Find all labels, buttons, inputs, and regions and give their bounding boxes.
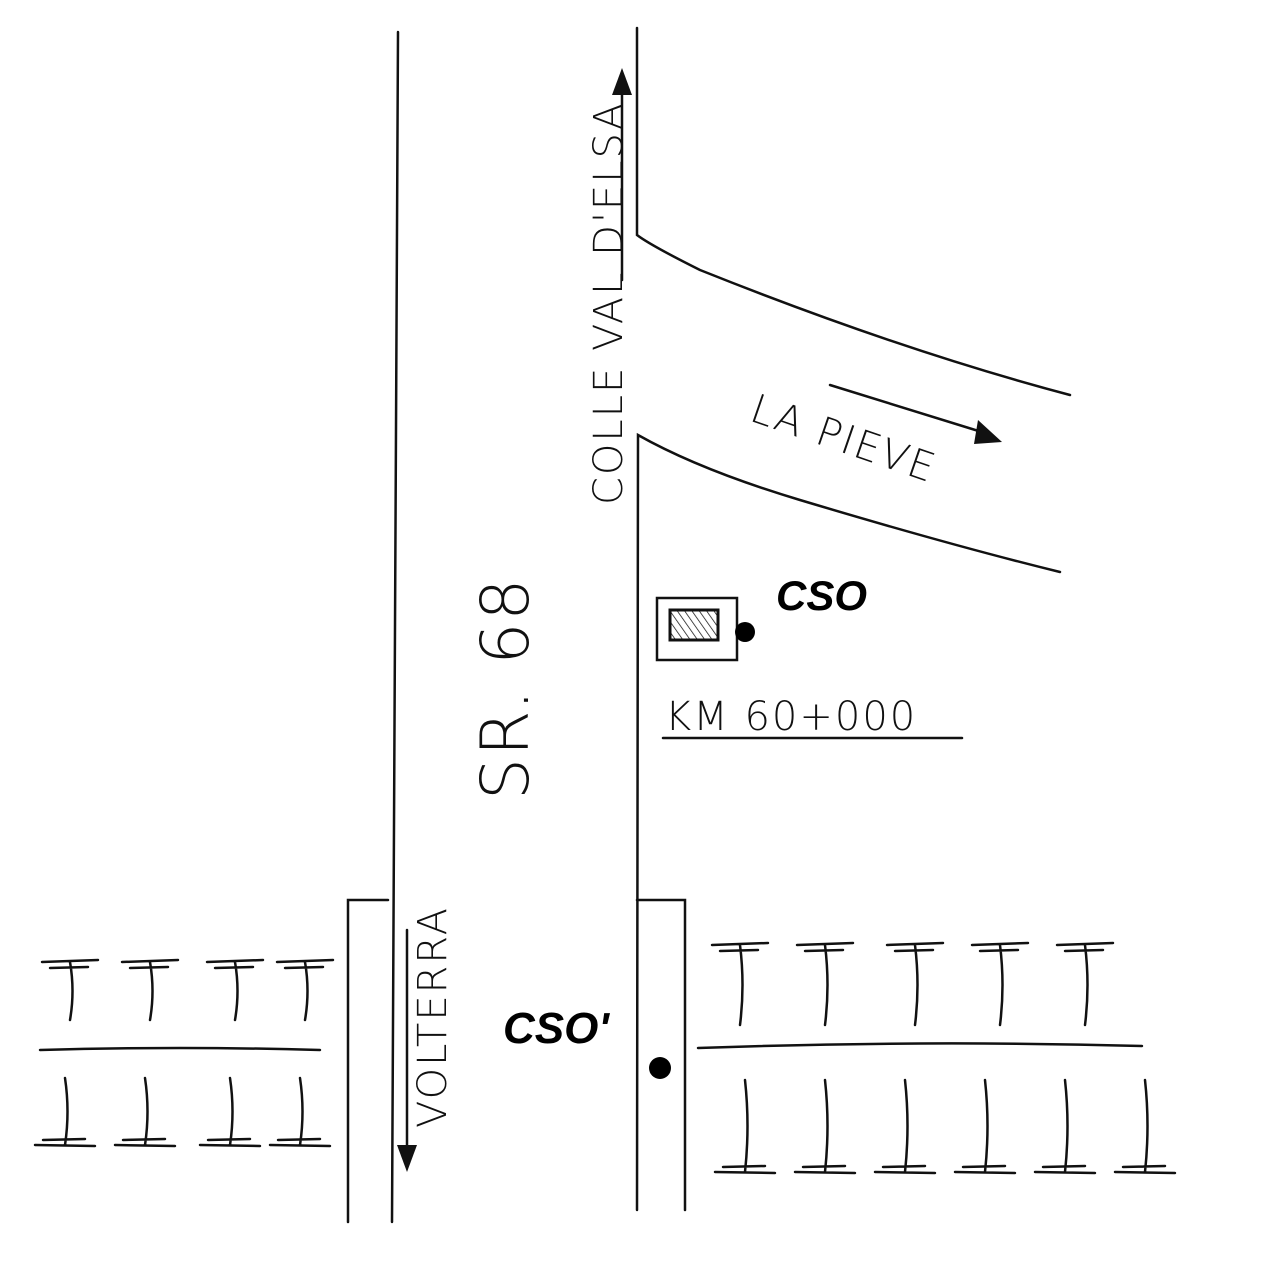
south-arrowhead-icon xyxy=(397,1145,417,1172)
road-edge-west xyxy=(390,30,400,1224)
bank-tick-mark xyxy=(1033,1078,1097,1175)
north-arrowhead-icon xyxy=(612,68,632,95)
bank-tick-mark xyxy=(873,1078,937,1175)
river-banks xyxy=(33,941,1177,1175)
bank-tick-mark xyxy=(33,1076,97,1148)
south-direction-label: VOLTERRA xyxy=(410,906,456,1128)
side-road-arrow xyxy=(828,383,987,435)
main-road-label: SR. 68 xyxy=(467,577,544,800)
bank-tick-mark xyxy=(795,941,855,1027)
bank-tick-mark xyxy=(1055,941,1115,1027)
bank-tick-mark xyxy=(793,1078,857,1175)
bank-tick-mark xyxy=(713,1078,777,1175)
station-dot xyxy=(735,622,755,642)
bank-tick-mark xyxy=(710,941,770,1027)
bank-tick-mark xyxy=(275,958,335,1022)
chainage-label: KM 60+000 xyxy=(665,694,917,740)
river-line-west xyxy=(38,1046,322,1052)
side-road-arrowhead-icon xyxy=(974,420,1002,444)
station-panel-icon xyxy=(668,608,720,642)
station-alt-dot xyxy=(649,1057,671,1079)
road-edge-east-north xyxy=(635,26,1072,397)
station-label: CSO xyxy=(776,572,867,619)
bank-tick-mark xyxy=(120,958,180,1022)
bank-tick-mark xyxy=(40,958,100,1022)
side-road-label: LA PIEVE xyxy=(745,386,943,492)
bank-tick-mark xyxy=(970,941,1030,1027)
bank-tick-mark xyxy=(885,941,945,1027)
bank-tick-mark xyxy=(198,1076,262,1148)
bank-tick-mark xyxy=(268,1076,332,1148)
bridge-west-parapet xyxy=(346,898,390,1224)
north-direction-label: COLLE VAL D'ELSA xyxy=(586,101,632,505)
river-line-east xyxy=(696,1042,1144,1050)
road-edge-east-south xyxy=(635,432,1062,1212)
bank-tick-mark xyxy=(113,1076,177,1148)
bank-tick-mark xyxy=(953,1078,1017,1175)
bank-tick-mark xyxy=(1113,1078,1177,1175)
station-alt-label: CSO' xyxy=(503,1004,610,1053)
bank-tick-mark xyxy=(205,958,265,1022)
bridge-east-parapet xyxy=(635,898,687,1212)
